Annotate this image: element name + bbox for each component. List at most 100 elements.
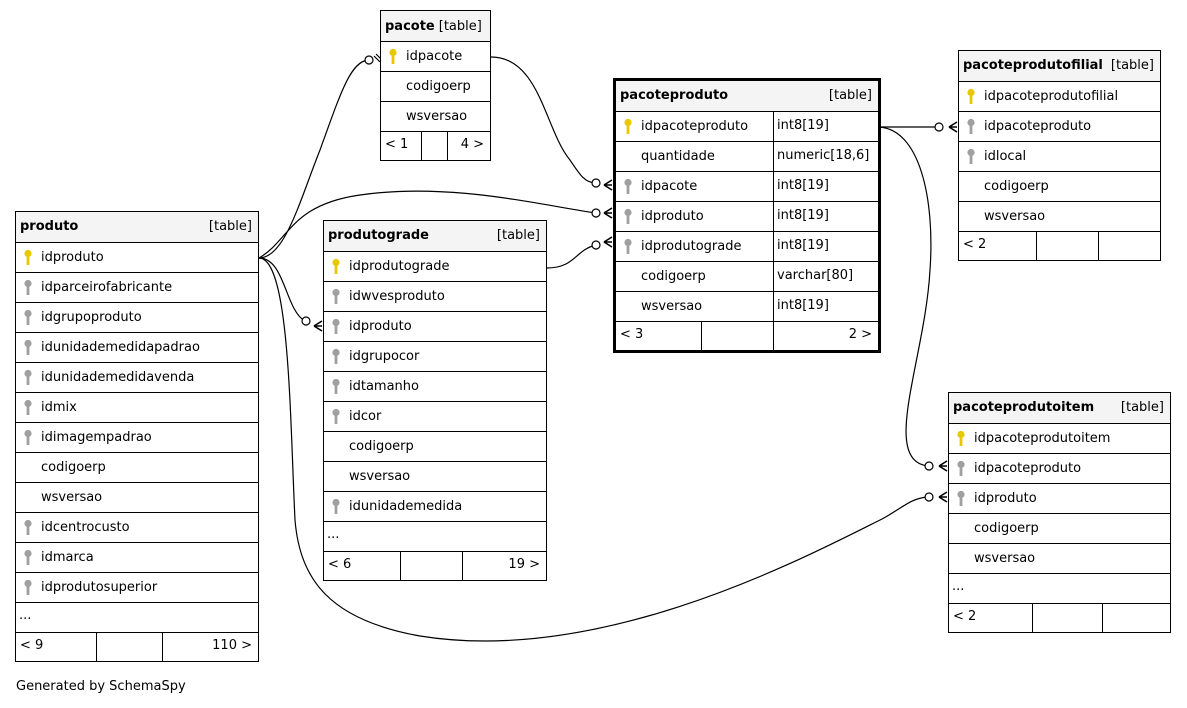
more-columns-row[interactable]: ... xyxy=(324,522,546,552)
column-row[interactable]: wsversao xyxy=(324,462,546,492)
table-type-tag: [table] xyxy=(828,88,872,103)
column-name: wsversao xyxy=(984,209,1046,224)
parents-count-link[interactable]: < 9 xyxy=(20,638,44,653)
table-header[interactable]: pacoteprodutofilial[table] xyxy=(959,51,1160,82)
column-name: codigoerp xyxy=(641,269,706,284)
column-row[interactable]: idprodutograde xyxy=(324,252,546,282)
column-name: idmarca xyxy=(41,550,94,565)
edge-produto-pacoteprodutoitem xyxy=(258,257,929,642)
column-row[interactable]: idunidademedida xyxy=(324,492,546,522)
foreign-key-icon xyxy=(24,579,32,595)
table-header[interactable]: pacoteproduto[table] xyxy=(616,81,878,112)
column-row[interactable]: idpacoteproduto xyxy=(949,454,1170,484)
foreign-key-icon xyxy=(332,318,340,334)
column-row[interactable]: codigoerp xyxy=(949,514,1170,544)
column-row[interactable]: idpacoteprodutofilial xyxy=(959,82,1160,112)
column-row[interactable]: codigoerp xyxy=(324,432,546,462)
column-row[interactable]: wsversao xyxy=(16,483,258,513)
edge-produtograde-pacoteproduto xyxy=(546,244,597,269)
children-count-link[interactable]: 19 > xyxy=(508,557,540,572)
column-row[interactable]: idpacoteprodutoitem xyxy=(949,424,1170,454)
column-row[interactable]: codigoerp xyxy=(381,72,490,102)
column-name: wsversao xyxy=(641,299,703,314)
table-header[interactable]: pacote[table] xyxy=(381,11,490,42)
edge-produto-produtograde xyxy=(258,257,306,322)
parents-count-link[interactable]: < 3 xyxy=(620,327,644,342)
parents-count-link[interactable]: < 1 xyxy=(385,137,409,152)
table-header[interactable]: pacoteprodutoitem[table] xyxy=(949,393,1170,424)
footer-divider xyxy=(1032,604,1033,632)
column-row[interactable]: idwvesproduto xyxy=(324,282,546,312)
column-row[interactable]: idtamanho xyxy=(324,372,546,402)
table-pacoteprodutoitem[interactable]: pacoteprodutoitem[table]idpacoteprodutoi… xyxy=(948,392,1171,633)
footer-divider xyxy=(773,322,774,350)
column-row[interactable]: idunidademedidapadrao xyxy=(16,333,258,363)
table-produtograde[interactable]: produtograde[table]idprodutograde idwvesp… xyxy=(323,220,547,581)
column-row[interactable]: idproduto xyxy=(949,484,1170,514)
column-name: idwvesproduto xyxy=(349,289,445,304)
column-name: wsversao xyxy=(349,469,411,484)
column-name: wsversao xyxy=(41,490,103,505)
column-row[interactable]: codigoerp xyxy=(959,172,1160,202)
edge-optional-marker xyxy=(591,208,601,218)
footer-divider xyxy=(701,322,702,350)
column-row[interactable]: codigoerp xyxy=(16,453,258,483)
column-name: idpacoteprodutoitem xyxy=(974,431,1111,446)
column-row[interactable]: idpacote xyxy=(381,42,490,72)
edge-many-marker xyxy=(938,491,948,503)
column-row[interactable]: idparceirofabricante xyxy=(16,273,258,303)
foreign-key-icon xyxy=(967,148,975,164)
primary-key-icon xyxy=(389,48,397,64)
column-name: idunidademedidavenda xyxy=(41,370,195,385)
column-name: idunidademedida xyxy=(349,499,463,514)
foreign-key-icon xyxy=(24,369,32,385)
table-pacoteprodutofilial[interactable]: pacoteprodutofilial[table]idpacoteprodut… xyxy=(958,50,1161,261)
edge-produto-pacote xyxy=(258,59,369,259)
column-name: idpacoteproduto xyxy=(974,461,1082,476)
foreign-key-icon xyxy=(332,348,340,364)
column-row[interactable]: idpacoteproduto xyxy=(959,112,1160,142)
more-columns-row[interactable]: ... xyxy=(949,574,1170,604)
children-count-link[interactable]: 110 > xyxy=(212,638,252,653)
column-row[interactable]: idproduto xyxy=(16,243,258,273)
column-row[interactable]: wsversao xyxy=(381,102,490,132)
column-name: idpacote xyxy=(406,49,463,64)
column-row[interactable]: idgrupocor xyxy=(324,342,546,372)
column-row[interactable]: idgrupoproduto xyxy=(16,303,258,333)
column-row[interactable]: idmarca xyxy=(16,543,258,573)
foreign-key-icon xyxy=(967,118,975,134)
children-count-link[interactable]: 2 > xyxy=(848,327,872,342)
column-row[interactable]: wsversao xyxy=(959,202,1160,232)
table-header[interactable]: produto[table] xyxy=(16,212,258,243)
more-columns-row[interactable]: ... xyxy=(16,603,258,633)
column-name: idgrupoproduto xyxy=(41,310,142,325)
column-row[interactable]: idproduto xyxy=(324,312,546,342)
column-row[interactable]: idmix xyxy=(16,393,258,423)
column-row[interactable]: idlocal xyxy=(959,142,1160,172)
column-row[interactable]: idcentrocusto xyxy=(16,513,258,543)
primary-key-icon xyxy=(967,88,975,104)
parents-count-link[interactable]: < 2 xyxy=(953,609,977,624)
parents-count-link[interactable]: < 2 xyxy=(963,237,987,252)
column-row[interactable]: idunidademedidavenda xyxy=(16,363,258,393)
column-row[interactable]: idprodutosuperior xyxy=(16,573,258,603)
table-header[interactable]: produtograde[table] xyxy=(324,221,546,252)
parents-count-link[interactable]: < 6 xyxy=(328,557,352,572)
edge-many-marker xyxy=(603,207,613,219)
column-row[interactable]: wsversao xyxy=(949,544,1170,574)
column-row[interactable]: idimagempadrao xyxy=(16,423,258,453)
column-name: wsversao xyxy=(974,551,1036,566)
column-row[interactable]: idcor xyxy=(324,402,546,432)
foreign-key-icon xyxy=(24,279,32,295)
children-count-link[interactable]: 4 > xyxy=(460,137,484,152)
